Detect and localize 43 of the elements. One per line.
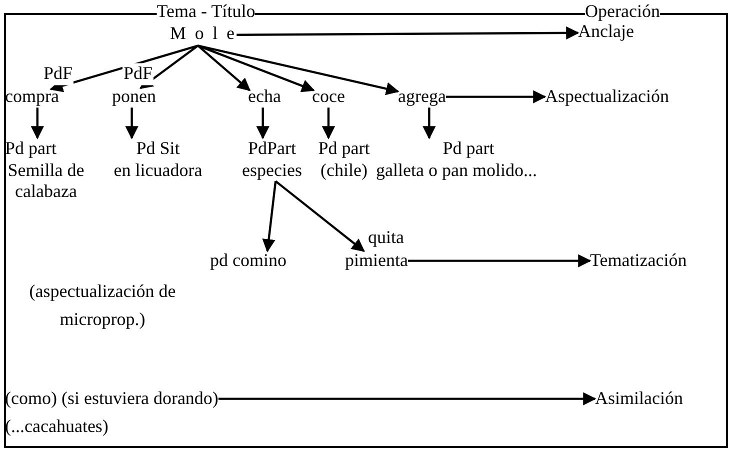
term-label: Aspectualización [545,86,669,108]
term-label: M o l e [170,23,237,45]
arrow [422,108,436,140]
arrow [50,44,198,92]
arrow [197,44,251,92]
term-label: agrega [398,86,446,108]
term-label: Tematización [590,250,687,272]
arrow [198,44,400,96]
arrow [125,108,138,140]
detail-text: (chile) [320,160,368,182]
arrow [198,44,315,92]
arrow [256,108,270,140]
term-label: pd comino [210,250,286,272]
arrow [446,90,546,104]
term-label: Pd part [5,138,58,160]
column-heading: Operación [585,2,660,21]
arrow [236,26,580,40]
term-label: coce [312,86,345,108]
term-label: compra [5,86,59,108]
note-text: (...cacahuates) [5,416,108,438]
detail-text: Semilla de calabaza [6,160,86,203]
term-label: Asimilación [595,388,683,410]
term-label: echa [248,86,281,108]
detail-text: especies [241,160,303,182]
arrow [322,108,336,140]
note-text: (aspectualización de microprop.) [28,280,177,331]
term-label: PdPart [246,138,297,160]
arrow [140,44,199,90]
term-label: pimienta [345,250,408,272]
edge-label: PdF [122,63,154,85]
term-label: (como) (si estuviera dorando) [5,388,218,410]
arrow [262,181,277,252]
arrow [274,180,365,252]
arrow [30,108,44,140]
detail-text: en licuadora [112,160,204,182]
detail-text: galleta o pan molido... [376,160,538,182]
arrow [218,392,596,406]
arrow [408,254,592,268]
term-label: Pd Sit [135,138,181,160]
term-label: Anclaje [578,21,634,43]
term-label: Pd part [317,138,371,160]
term-label: Pd part [442,138,496,160]
term-label: ponen [112,86,156,108]
